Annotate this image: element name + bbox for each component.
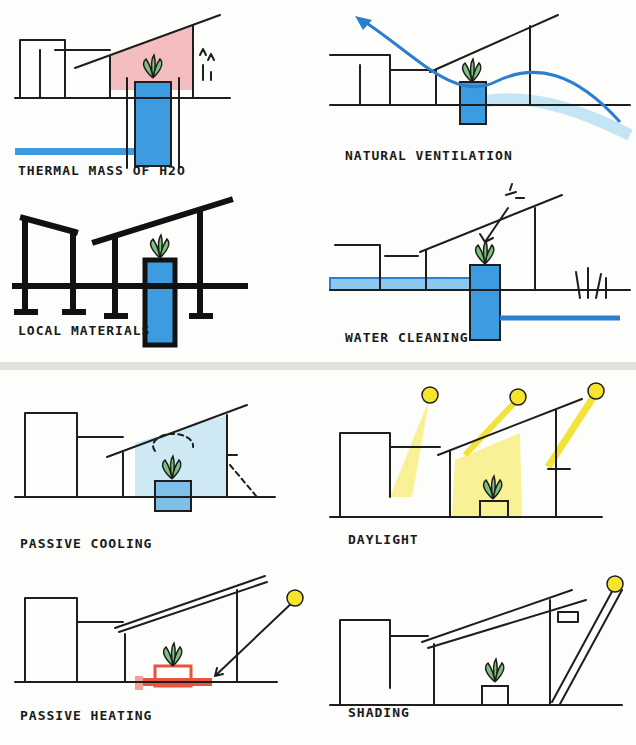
sketch-stroke <box>500 316 620 321</box>
sketch-stroke <box>470 265 500 340</box>
sketch-stroke <box>486 659 504 682</box>
ventilation-sketch <box>330 15 630 135</box>
caption-label: NATURAL VENTILATION <box>345 148 513 163</box>
caption-label: PASSIVE HEATING <box>20 708 152 723</box>
sketch-stroke <box>355 16 372 30</box>
sketch-stroke <box>151 235 169 258</box>
shading-sketch <box>330 576 623 705</box>
sketch-stroke <box>15 200 245 316</box>
passive-heating-sketch <box>15 576 303 690</box>
sketch-stroke <box>607 576 623 592</box>
caption-label: DAYLIGHT <box>348 532 419 547</box>
sketch-stroke <box>215 600 295 676</box>
sketch-stroke <box>588 383 604 399</box>
sketch-stroke <box>330 399 602 517</box>
water-cleaning-sketch <box>330 184 630 340</box>
sketch-stroke <box>15 148 140 155</box>
sketch-stroke <box>422 387 438 403</box>
sketch-stroke <box>330 590 622 705</box>
daylight-sketch <box>330 383 604 517</box>
sketch-stroke <box>482 686 508 705</box>
sketch-stroke <box>476 241 494 264</box>
sketch-stroke <box>510 389 526 405</box>
sketch-stroke <box>15 405 275 497</box>
caption-label: PASSIVE COOLING <box>20 536 152 551</box>
sketch-stroke <box>15 576 277 682</box>
sketch-stroke <box>200 49 214 60</box>
sketch-stroke <box>484 476 502 499</box>
sketch-stroke <box>552 586 622 704</box>
local-materials-sketch <box>15 200 245 345</box>
sketch-stroke <box>110 25 193 90</box>
sketch-stroke <box>144 55 162 78</box>
sketch-stroke <box>330 278 470 290</box>
sketch-stroke <box>153 434 257 497</box>
passive-cooling-sketch <box>15 405 275 511</box>
sketch-stroke <box>480 501 508 517</box>
sketch-stroke <box>287 590 303 606</box>
caption-label: SHADING <box>348 705 410 720</box>
caption-label: LOCAL MATERIALS <box>18 323 150 338</box>
sketch-stroke <box>463 59 481 82</box>
sketch-stroke <box>163 456 181 479</box>
sketch-stroke <box>17 312 210 316</box>
sketch-stroke <box>330 195 630 298</box>
sketch-stroke <box>365 22 620 122</box>
sketch-stroke <box>164 643 182 666</box>
sketch-stroke <box>460 82 486 124</box>
page-gap <box>0 362 636 370</box>
thermal-mass-sketch <box>15 15 230 168</box>
sketch-stroke <box>15 15 230 168</box>
sketch-stroke <box>135 82 171 166</box>
sketch-stroke <box>480 184 524 242</box>
caption-label: WATER CLEANING <box>345 330 469 345</box>
caption-label: THERMAL MASS OF H2O <box>18 163 186 178</box>
